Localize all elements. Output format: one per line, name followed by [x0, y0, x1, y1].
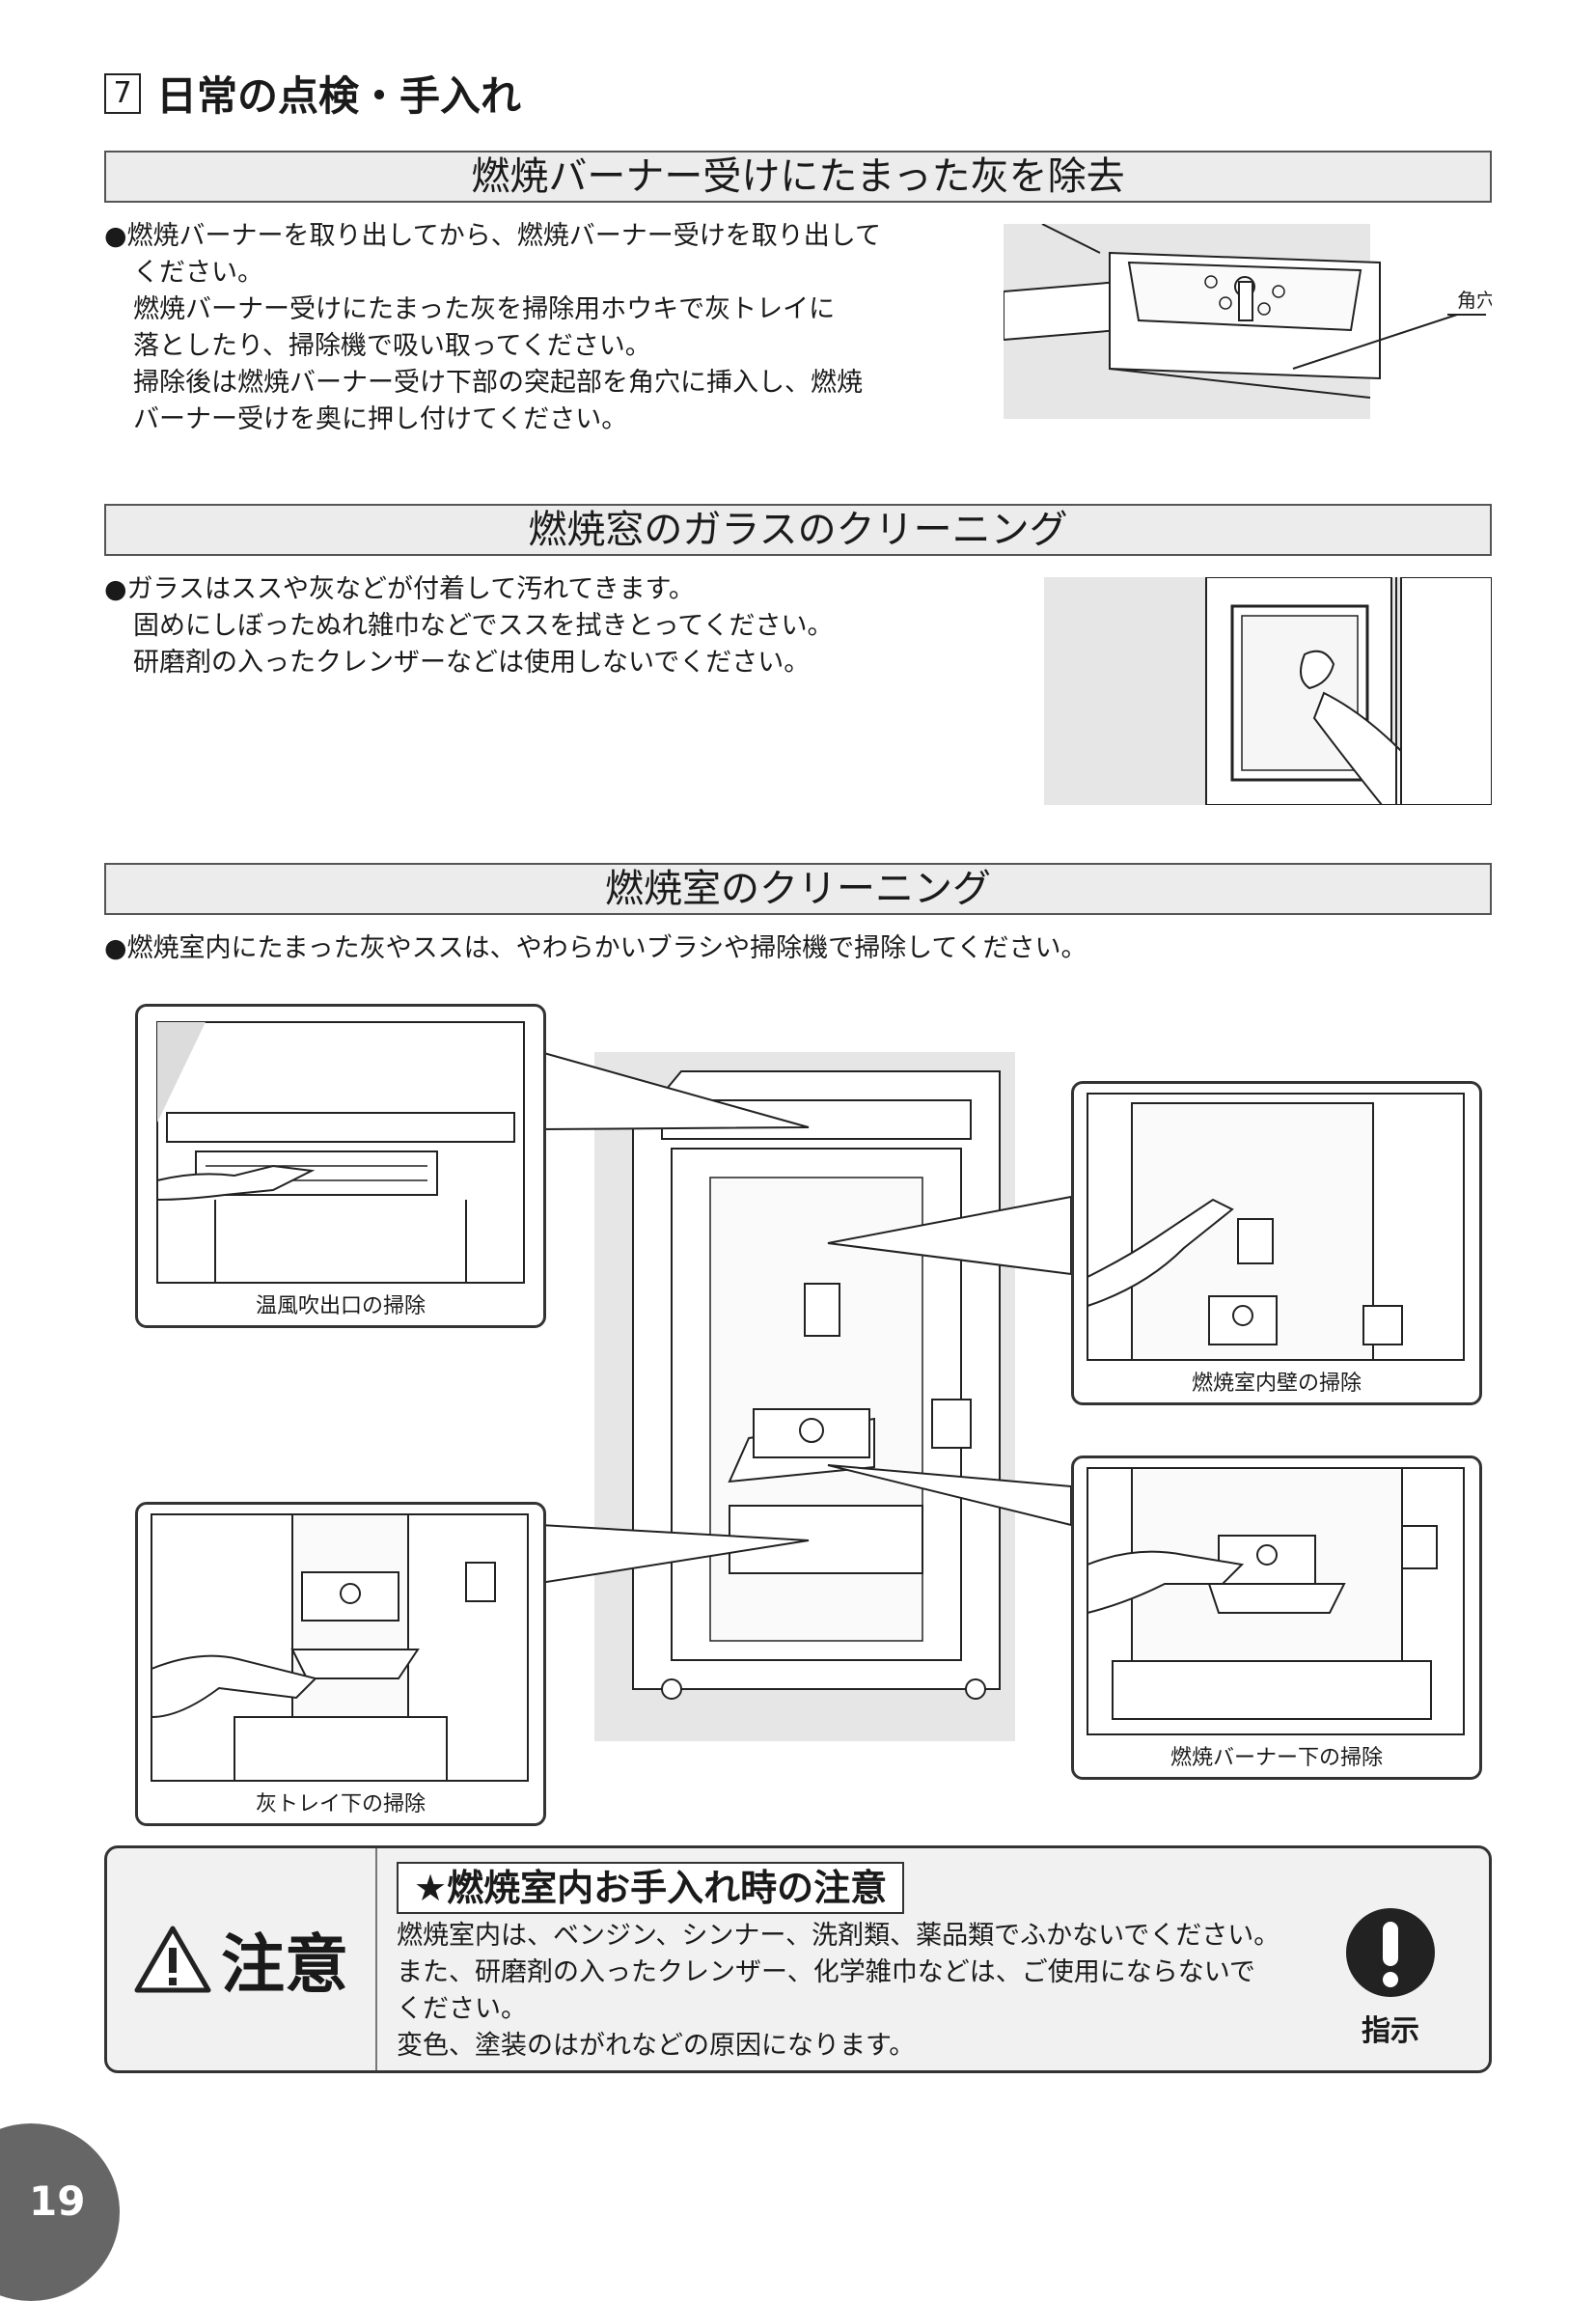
text-line: 燃焼バーナー受けにたまった灰を掃除用ホウキで灰トレイに	[133, 294, 836, 324]
text-line: ください。	[133, 258, 263, 288]
page-number-badge: 19	[0, 2123, 120, 2301]
glass-cleaning-illustration	[1044, 577, 1492, 805]
caution-box: 注意 ★燃焼室内お手入れ時の注意 燃焼室内は、ベンジン、シンナー、洗剤類、薬品類…	[104, 1845, 1492, 2073]
caution-label-panel: 注意	[107, 1848, 377, 2070]
text-line: バーナー受けを奥に押し付けてください。	[133, 404, 628, 434]
text-line: ●燃焼室内にたまった灰やススは、やわらかいブラシや掃除機で掃除してください。	[104, 933, 1087, 963]
square-hole-label: 角穴	[1457, 289, 1492, 312]
section1-text: ●燃焼バーナーを取り出してから、燃焼バーナー受けを取り出して ください。 燃焼バ…	[104, 218, 953, 438]
caption-burner-underside: 燃焼バーナー下の掃除	[1169, 1746, 1383, 1770]
burner-tray-illustration: 角穴	[1004, 224, 1492, 419]
page-title-text: 日常の点検・手入れ	[156, 72, 522, 120]
section-heading-chamber-cleaning: 燃焼室のクリーニング	[104, 863, 1492, 915]
text-line: 掃除後は燃焼バーナー受け下部の突起部を角穴に挿入し、燃焼	[133, 368, 863, 398]
callout-warm-air-outlet: 温風吹出口の掃除	[135, 1004, 546, 1328]
callout-ash-tray-underside: 灰トレイ下の掃除	[135, 1502, 546, 1826]
callout-chamber-wall: 燃焼室内壁の掃除	[1071, 1081, 1482, 1405]
caution-title: ★燃焼室内お手入れ時の注意	[397, 1862, 905, 1914]
caution-lines: 燃焼室内は、ベンジン、シンナー、洗剤類、薬品類でふかないでください。 また、研磨…	[397, 1918, 1419, 2065]
instruction-label: 指示	[1362, 2014, 1419, 2048]
text-line: 落としたり、掃除機で吸い取ってください。	[133, 331, 651, 361]
page-number: 19	[29, 2177, 86, 2225]
text-line: 研磨剤の入ったクレンザーなどは使用しないでください。	[133, 648, 811, 678]
section-number: 7	[104, 72, 141, 114]
instruction-symbol: 指示	[1342, 1906, 1439, 2049]
caution-line: 燃焼室内は、ベンジン、シンナー、洗剤類、薬品類でふかないでください。	[397, 1921, 1280, 1951]
page-title: 7 日常の点検・手入れ	[104, 64, 521, 123]
section3-text: ●燃焼室内にたまった灰やススは、やわらかいブラシや掃除機で掃除してください。	[104, 930, 1455, 967]
warning-triangle-icon	[134, 1926, 211, 1993]
caution-label: 注意	[221, 1927, 348, 2002]
section-heading-ash-removal: 燃焼バーナー受けにたまった灰を除去	[104, 151, 1492, 203]
text-line: ●ガラスはススや灰などが付着して汚れてきます。	[104, 574, 695, 604]
callout-burner-underside: 燃焼バーナー下の掃除	[1071, 1455, 1482, 1780]
caption-warm-air-outlet: 温風吹出口の掃除	[255, 1294, 426, 1318]
caption-chamber-wall: 燃焼室内壁の掃除	[1191, 1372, 1362, 1396]
caution-line: また、研磨剤の入ったクレンザー、化学雑巾などは、ご使用にならないで	[397, 1957, 1255, 1987]
section-heading-glass-cleaning: 燃焼窓のガラスのクリーニング	[104, 504, 1492, 556]
caution-content: ★燃焼室内お手入れ時の注意 燃焼室内は、ベンジン、シンナー、洗剤類、薬品類でふか…	[397, 1862, 1419, 2065]
caution-line: ください。	[397, 1994, 527, 2024]
callout-pointers	[539, 1050, 1072, 1585]
caption-ash-tray-underside: 灰トレイ下の掃除	[255, 1792, 426, 1816]
exclamation-circle-icon	[1346, 1908, 1435, 1997]
text-line: ●燃焼バーナーを取り出してから、燃焼バーナー受けを取り出して	[104, 221, 881, 251]
section2-text: ●ガラスはススや灰などが付着して汚れてきます。 固めにしぼったぬれ雑巾などでスス…	[104, 571, 992, 681]
text-line: 固めにしぼったぬれ雑巾などでススを拭きとってください。	[133, 611, 834, 641]
caution-line: 変色、塗装のはがれなどの原因になります。	[397, 2031, 916, 2061]
